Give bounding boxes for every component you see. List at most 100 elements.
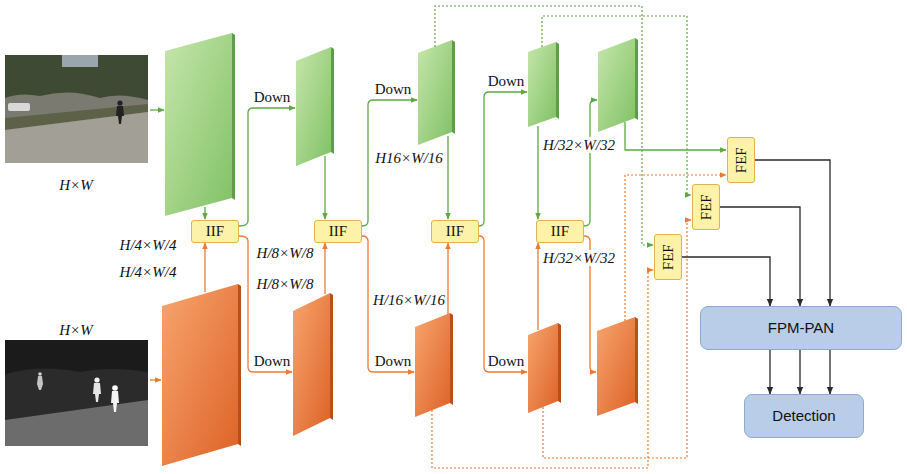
size-label: H/16×W/16 bbox=[372, 292, 446, 308]
thermal-feature-map bbox=[528, 323, 558, 413]
down-arrow bbox=[479, 92, 527, 226]
rgb-feature-map bbox=[598, 38, 635, 132]
iif-module: IIF bbox=[536, 220, 584, 243]
fef-module: FEF bbox=[692, 184, 720, 230]
size-label: H×W bbox=[58, 177, 93, 193]
iif-module: IIF bbox=[191, 220, 239, 243]
size-label: H/32×W/32 bbox=[542, 250, 616, 266]
rgb-image bbox=[5, 55, 148, 163]
thermal-road bbox=[5, 400, 148, 446]
size-label: H16×W/16 bbox=[374, 150, 444, 166]
flow-arrow bbox=[829, 350, 830, 394]
down-arrow bbox=[479, 236, 527, 372]
down-arrow bbox=[239, 108, 295, 226]
label-anchor: H/8×W/8 bbox=[256, 275, 315, 293]
flow-arrow bbox=[755, 160, 830, 306]
feature-map-edge bbox=[635, 38, 638, 120]
thermal-person-body bbox=[93, 383, 101, 402]
label-anchor: Down bbox=[487, 72, 526, 90]
rgb-feature-map bbox=[296, 47, 331, 166]
node-text: Detection bbox=[772, 408, 835, 425]
rgb-feature-map bbox=[165, 33, 232, 216]
label-anchor: Down bbox=[253, 88, 292, 106]
feature-link-dotted bbox=[542, 16, 691, 195]
thermal-person-body bbox=[37, 376, 43, 390]
label-anchor: H/32×W/32 bbox=[542, 249, 616, 267]
thermal-trees bbox=[5, 340, 148, 374]
thermal-feature-map bbox=[293, 293, 330, 436]
feature-link-dotted bbox=[543, 220, 691, 458]
feature-link-dotted bbox=[435, 6, 653, 245]
operation-label: Down bbox=[487, 73, 526, 89]
node-text: IIF bbox=[551, 223, 569, 240]
thermal-image bbox=[5, 340, 148, 446]
size-label: H/32×W/32 bbox=[542, 137, 616, 153]
rgb-feature-map bbox=[418, 40, 452, 145]
thermal-person-body bbox=[111, 391, 119, 412]
label-anchor: H/4×W/4 bbox=[119, 263, 178, 281]
thermal-person-head bbox=[38, 372, 42, 376]
size-label: H/4×W/4 bbox=[119, 264, 178, 280]
label-anchor: H/8×W/8 bbox=[256, 244, 315, 262]
node-text: IIF bbox=[446, 223, 464, 240]
label-anchor: H×W bbox=[58, 321, 93, 339]
thermal-feature-map bbox=[415, 313, 450, 417]
feature-map-edge bbox=[452, 40, 455, 134]
size-label: H×W bbox=[58, 322, 93, 338]
label-anchor: H×W bbox=[58, 176, 93, 194]
thermal-person-head bbox=[94, 377, 99, 382]
node-text: IIF bbox=[206, 223, 224, 240]
node-text: FEF bbox=[698, 194, 715, 220]
input-arrow bbox=[150, 109, 164, 110]
size-label: H/8×W/8 bbox=[256, 245, 315, 261]
down-arrow bbox=[584, 100, 597, 226]
thermal-feature-map bbox=[162, 284, 238, 466]
node-text: FEF bbox=[733, 147, 750, 173]
flow-arrow bbox=[769, 350, 770, 394]
label-anchor: H/16×W/16 bbox=[372, 291, 446, 309]
label-anchor: H/32×W/32 bbox=[542, 136, 616, 154]
fusion-arrow bbox=[204, 207, 205, 219]
operation-label: Down bbox=[253, 89, 292, 105]
input-arrow bbox=[150, 379, 161, 380]
head-box: Detection bbox=[744, 394, 864, 438]
feature-map-edge bbox=[635, 317, 638, 404]
neck-box: FPM-PAN bbox=[700, 306, 902, 350]
label-anchor: Down bbox=[374, 352, 413, 370]
fef-module: FEF bbox=[654, 234, 682, 280]
feature-map-edge bbox=[330, 293, 333, 420]
rgb-person-head bbox=[117, 100, 122, 105]
label-anchor: Down bbox=[487, 352, 526, 370]
size-label: H/8×W/8 bbox=[256, 276, 315, 292]
feature-map-edge bbox=[558, 323, 561, 403]
feature-link bbox=[625, 122, 726, 150]
fusion-arrow bbox=[324, 243, 325, 294]
rgb-person-body bbox=[116, 106, 124, 124]
rgb-trees bbox=[5, 55, 148, 100]
rgb-car bbox=[8, 103, 30, 111]
fusion-arrow bbox=[537, 126, 538, 219]
label-anchor: Down bbox=[253, 352, 292, 370]
node-text: FEF bbox=[660, 244, 677, 270]
fef-module: FEF bbox=[727, 137, 755, 183]
feature-map-edge bbox=[450, 313, 453, 405]
fusion-arrow bbox=[324, 156, 325, 219]
operation-label: Down bbox=[374, 81, 413, 97]
operation-label: Down bbox=[253, 353, 292, 369]
fusion-arrow bbox=[447, 243, 448, 315]
label-anchor: H16×W/16 bbox=[374, 149, 444, 167]
thermal-feature-map bbox=[597, 317, 635, 416]
operation-label: Down bbox=[487, 353, 526, 369]
node-text: IIF bbox=[329, 223, 347, 240]
feature-link-dotted bbox=[432, 270, 653, 468]
rgb-road bbox=[5, 112, 148, 163]
size-label: H/4×W/4 bbox=[119, 237, 178, 253]
rgb-sky bbox=[62, 55, 98, 67]
thermal-person-head bbox=[112, 385, 118, 391]
iif-module: IIF bbox=[314, 220, 362, 243]
feature-link-dotted bbox=[625, 175, 726, 321]
label-anchor: H/4×W/4 bbox=[119, 236, 178, 254]
operation-label: Down bbox=[374, 353, 413, 369]
fusion-arrow bbox=[447, 136, 448, 219]
